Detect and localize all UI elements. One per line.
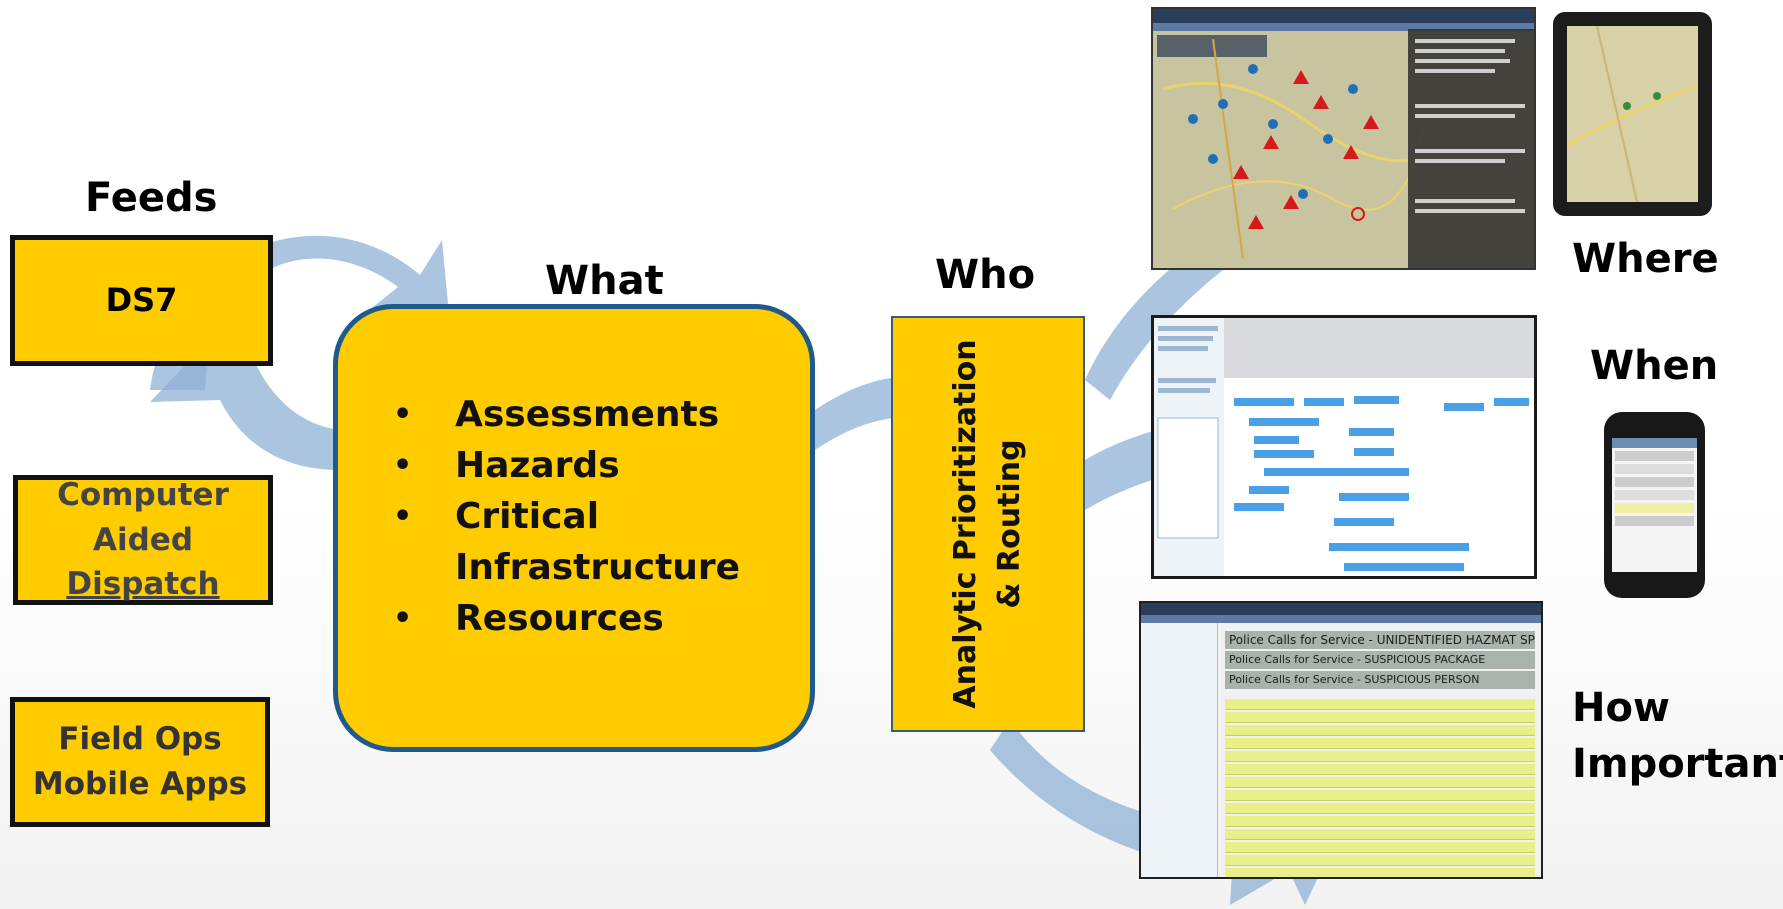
table-screenshot: Police Calls for Service - UNIDENTIFIED … <box>1139 601 1543 879</box>
timeline-screenshot <box>1151 315 1537 579</box>
table-shot-sidebar <box>1141 623 1218 877</box>
table-row: Police Calls for Service - UNIDENTIFIED … <box>1225 631 1535 649</box>
table-shot-topbar <box>1141 603 1541 615</box>
what-item-hazards: Hazards <box>393 440 740 491</box>
map-screenshot <box>1151 7 1536 270</box>
table-shot-navbar <box>1141 615 1541 623</box>
table-row: Police Calls for Service - SUSPICIOUS PE… <box>1225 671 1535 689</box>
what-item-resources: Resources <box>393 593 740 644</box>
feed-label-field-ops: Field Ops Mobile Apps <box>32 721 248 802</box>
who-heading: Who <box>935 252 1036 298</box>
table-shot-rows: Police Calls for Service - UNIDENTIFIED … <box>1219 629 1541 877</box>
when-label: When <box>1590 343 1719 389</box>
where-label: Where <box>1572 236 1719 282</box>
how-important-label: How Important <box>1572 685 1783 787</box>
what-list: Assessments Hazards Critical Infrastruct… <box>393 389 740 644</box>
timeline-screenshot-content <box>1154 318 1534 576</box>
feed-box-computer-aided-dispatch: Computer Aided Dispatch <box>13 475 273 605</box>
what-heading: What <box>545 258 664 304</box>
what-item-infrastructure: Infrastructure <box>455 547 741 588</box>
feed-box-field-ops: Field Ops Mobile Apps <box>10 697 270 827</box>
what-item-assessments: Assessments <box>393 389 740 440</box>
who-box: Analytic Prioritization & Routing <box>891 316 1085 732</box>
phone-news-screen <box>1612 438 1697 572</box>
map-screenshot-content <box>1153 9 1534 268</box>
who-box-text: Analytic Prioritization & Routing <box>948 339 1027 709</box>
feed-box-ds7: DS7 <box>10 235 273 366</box>
feed-label-ds7: DS7 <box>105 281 178 320</box>
feeds-heading: Feeds <box>85 175 218 221</box>
what-item-critical: Critical <box>393 491 740 542</box>
feed-label-dispatch: Computer Aided Dispatch <box>57 476 229 603</box>
phone-device <box>1604 412 1705 598</box>
table-row: Police Calls for Service - SUSPICIOUS PA… <box>1225 651 1535 669</box>
tablet-map-screen <box>1566 25 1699 203</box>
tablet-device <box>1553 12 1712 216</box>
what-box: Assessments Hazards Critical Infrastruct… <box>333 304 815 752</box>
